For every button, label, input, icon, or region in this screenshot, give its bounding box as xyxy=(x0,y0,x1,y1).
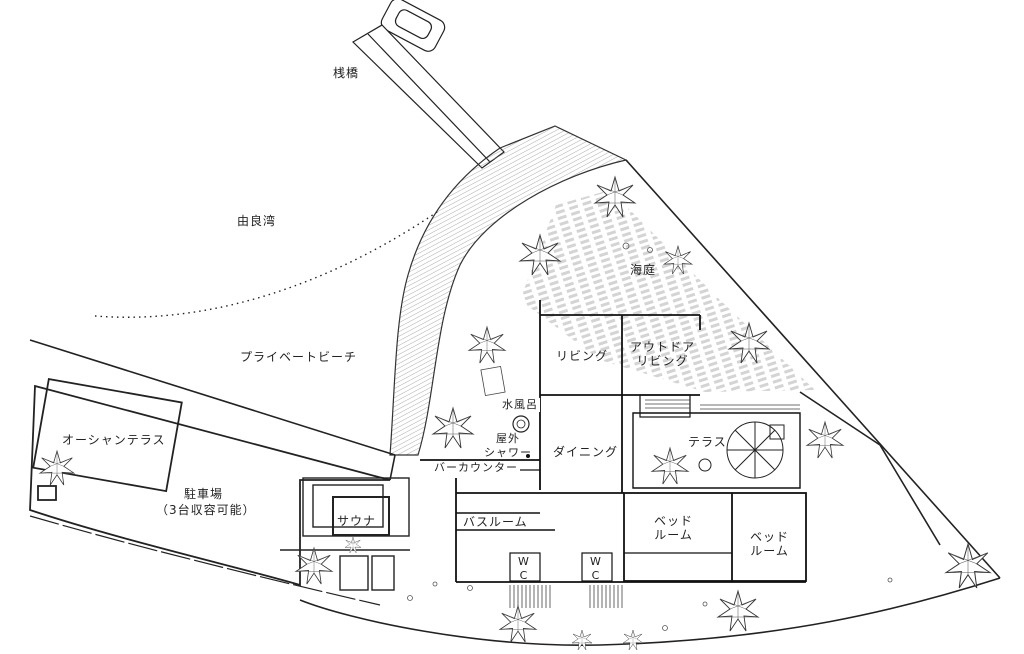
wc2-c: C xyxy=(591,569,601,582)
outdoor-living-line2: リビング xyxy=(636,354,689,368)
parking-area xyxy=(29,378,391,606)
bathroom-label: バスルーム xyxy=(463,515,528,529)
open-bath-label: 水風呂 xyxy=(500,398,540,412)
outdoor-shower-line1: 屋外 xyxy=(496,432,520,445)
outdoor-living-line1: アウトドア xyxy=(630,340,696,354)
main-house xyxy=(420,300,807,583)
bar-counter-label: バーカウンター xyxy=(432,461,520,475)
wc1-label: W C xyxy=(518,555,530,583)
plants xyxy=(39,176,991,651)
bedroom1-line2: ルーム xyxy=(654,528,693,542)
terrace-umbrella xyxy=(698,421,785,479)
dining-label: ダイニング xyxy=(553,445,619,459)
bedroom2-label: ベッド ルーム xyxy=(750,530,789,558)
outdoor-shower-label: 屋外 シャワー xyxy=(484,432,532,460)
stairs xyxy=(509,399,800,608)
ocean-terrace-label: オーシャンテラス xyxy=(60,433,168,447)
bay-label: 由良湾 xyxy=(237,214,277,228)
parking-label: 駐車場 xyxy=(184,487,224,501)
open-bath-tub xyxy=(512,415,530,433)
sauna-label: サウナ xyxy=(337,514,377,528)
wood-deck xyxy=(389,125,628,456)
bedroom2-line2: ルーム xyxy=(750,544,789,558)
parking-capacity-label: （3台収容可能） xyxy=(156,503,256,517)
outdoor-shower-line2: シャワー xyxy=(484,446,532,459)
terrace-label: テラス xyxy=(688,435,727,449)
sauna-block xyxy=(280,477,410,591)
outdoor-living-label: アウトドア リビング xyxy=(630,340,695,368)
wc1-w: W xyxy=(518,555,530,568)
site-boundary xyxy=(29,159,1001,647)
shower-point xyxy=(526,454,530,458)
private-beach-label: プライベートビーチ xyxy=(240,350,358,364)
pier-label: 桟橋 xyxy=(333,66,360,80)
bedroom1-label: ベッド ルーム xyxy=(654,514,693,542)
living-label: リビング xyxy=(556,349,609,363)
bedroom2-line1: ベッド xyxy=(750,530,790,544)
bedroom1-line1: ベッド xyxy=(654,514,694,528)
sea-garden-label: 海庭 xyxy=(630,263,657,277)
wc1-c: C xyxy=(519,569,529,582)
shoreline xyxy=(94,209,441,318)
pier xyxy=(352,0,505,169)
wc2-w: W xyxy=(590,555,602,568)
wc2-label: W C xyxy=(590,555,602,583)
